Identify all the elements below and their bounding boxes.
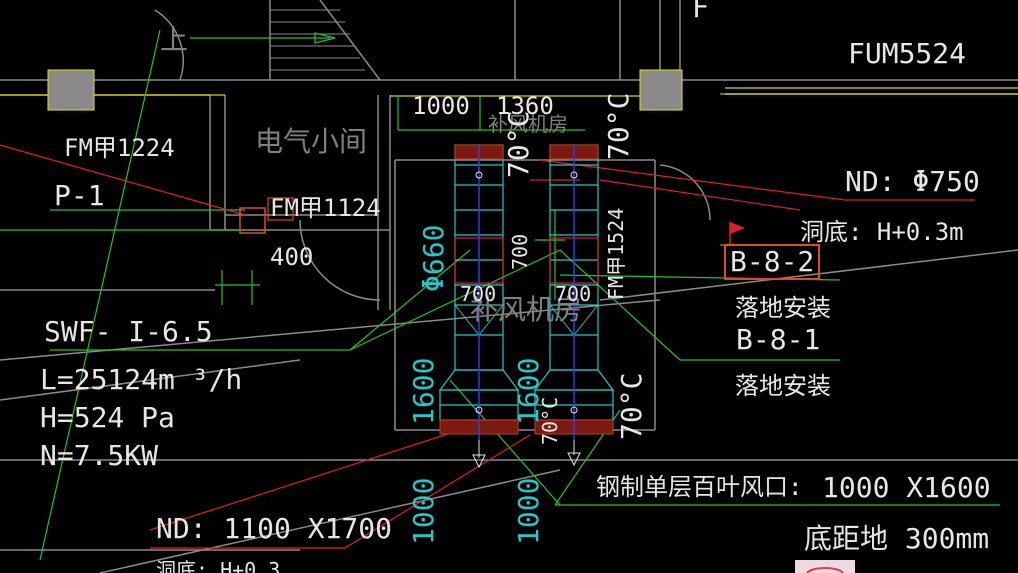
stairs [270, 9, 365, 71]
door-label-vertical: FM甲1524 [604, 207, 628, 300]
dim-700-vertical: 700 [508, 233, 532, 270]
fan-model-label: SWF- I-6.5 [44, 315, 213, 348]
column [640, 70, 682, 110]
dim-700-a: 700 [460, 282, 497, 306]
pump-symbol [239, 207, 266, 234]
column [48, 70, 94, 110]
duct-system [438, 144, 615, 469]
hole-bottom-label: 洞底: H+0.3m [800, 218, 964, 246]
door-label-top-right: FUM5524 [848, 37, 967, 70]
room-label-fresh-air-top: 补风机房 [488, 112, 568, 136]
temp-70c-b: 70°C [602, 92, 635, 160]
pressure-label: H=524 Pa [40, 401, 175, 434]
dim-400: 400 [270, 243, 314, 271]
door-label-left: FM甲1224 [64, 134, 175, 162]
floor-install-label-1: 落地安装 [735, 294, 831, 322]
pink-symbol-icon [795, 560, 855, 573]
duct-size-nd1100: ND: 1100 X1700 [156, 512, 393, 545]
equipment-tag-b82: B-8-2 [724, 244, 821, 280]
pipe-diameter-660: Φ660 [417, 224, 450, 292]
temp-70c-d: 70°C [538, 396, 562, 445]
floor-distance-label: 底距地 300mm [804, 522, 990, 555]
room-label-fresh-air: 补风机房 [470, 293, 583, 326]
louver-size-label: 1000 X1600 [822, 471, 991, 504]
door-label-mid: FM甲1124 [270, 194, 381, 222]
up-arrow-label: 上 [160, 23, 189, 56]
floor-install-label-2: 落地安装 [735, 372, 831, 400]
power-label: N=7.5KW [40, 439, 159, 472]
flag-icon [730, 222, 745, 234]
corner-letter: F [692, 0, 709, 24]
room-label-electrical: 电气小间 [255, 125, 368, 158]
louver-label: 钢制单层百叶风口: [596, 473, 803, 501]
dim-700-b: 700 [555, 282, 592, 306]
dim-1600: 1600 [407, 357, 440, 425]
temp-70c-a: 70°C [502, 110, 535, 178]
hole-bottom-label-partial: 洞底: H+0.3 [156, 558, 281, 573]
dim-1360: 1360 [496, 92, 554, 120]
airflow-label: L=25124m ³/h [40, 363, 243, 396]
red-leaders [0, 144, 975, 549]
duct-size-nd750: ND: Φ750 [845, 165, 980, 198]
pump-label: P-1 [54, 179, 105, 212]
yellow-lines [0, 87, 1018, 97]
equipment-tag-b81: B-8-1 [736, 323, 821, 356]
temp-70c-c: 70°C [615, 372, 648, 440]
dim-1000-vertical-1: 1000 [407, 477, 440, 545]
dim-1000-top: 1000 [412, 92, 470, 120]
dim-1000-vertical-2: 1000 [512, 477, 545, 545]
